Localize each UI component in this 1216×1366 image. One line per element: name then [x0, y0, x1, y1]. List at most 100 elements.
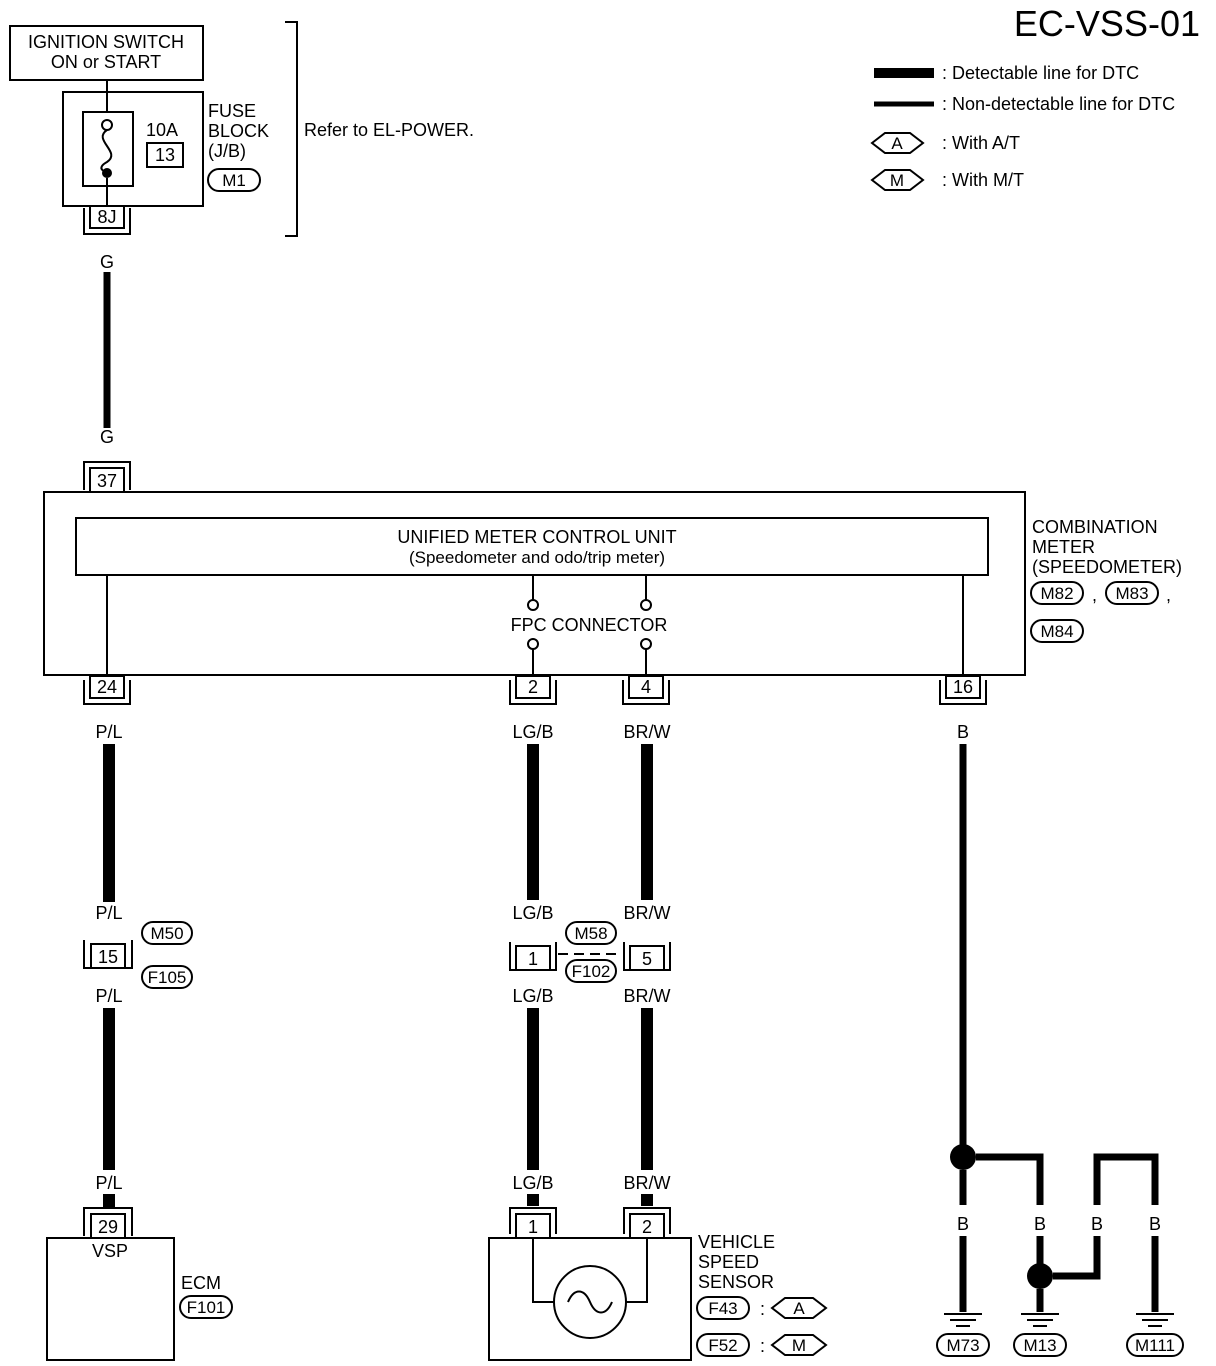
fuse-connector-oval	[207, 168, 261, 192]
fuse-terminal-8j: 8J	[97, 207, 116, 227]
joint-f105: F105	[148, 968, 187, 987]
joint-15-box	[90, 943, 126, 969]
meter-name-1: COMBINATION	[1032, 517, 1158, 537]
vss-conn-f43-oval	[696, 1296, 750, 1320]
wire-label-brw-3: BR/W	[624, 986, 671, 1006]
joint-m58: M58	[574, 924, 607, 943]
ground-splice-2	[1027, 1263, 1053, 1289]
ignition-switch-box	[9, 25, 204, 81]
wire-label-lgb-3: LG/B	[512, 986, 553, 1006]
legend-detectable-text: : Detectable line for DTC	[942, 63, 1139, 83]
joint-m58-f102: 1 5 M58 F102	[509, 921, 671, 983]
ground-symbol-m13	[1021, 1313, 1059, 1327]
vss-conn-f52-oval	[696, 1333, 750, 1357]
wire-label-pl-1: P/L	[95, 722, 122, 742]
fuse-block: 10A 13 FUSE BLOCK (J/B) M1 Refer to EL-P…	[62, 21, 474, 237]
meter-conn-m83-oval	[1105, 581, 1159, 605]
vss-colon-1: :	[760, 1299, 765, 1319]
ignition-line2: ON or START	[51, 52, 161, 72]
ecm-connector: F101	[187, 1298, 226, 1317]
wire-label-b-1: B	[957, 1214, 969, 1234]
wire-lgb: LG/B LG/B LG/B LG/B	[512, 722, 554, 1206]
fpc-terminal-1-top	[527, 599, 539, 611]
meter-comma-1: ,	[1092, 585, 1097, 605]
ground-m73-oval	[936, 1333, 990, 1357]
ground-m111: M111	[1135, 1336, 1175, 1355]
vss-mt-letter: M	[792, 1336, 806, 1355]
wire-label-pl-4: P/L	[95, 1173, 122, 1193]
legend-mt-letter: M	[890, 171, 904, 190]
vehicle-speed-sensor: 1 2 VEHICLE SPEED SENSOR F43 : A F52 : M	[488, 1207, 828, 1361]
unified-meter-control-unit	[75, 517, 989, 576]
joint-f102: F102	[572, 962, 611, 981]
meter-conn-m84: M84	[1040, 622, 1073, 641]
ground-m73: M73	[946, 1336, 979, 1355]
ground-symbol-m111	[1136, 1313, 1174, 1327]
unit-title: UNIFIED METER CONTROL UNIT	[397, 527, 676, 547]
ground-splice-1	[950, 1144, 976, 1170]
vss-pin-1: 1	[528, 1217, 538, 1237]
vss-at-symbol	[770, 1297, 828, 1319]
fuse-block-label-1: FUSE	[208, 101, 256, 121]
wire-label-brw-1: BR/W	[624, 722, 671, 742]
fuse-terminal-bottom	[102, 168, 112, 178]
fuse-connector: M1	[222, 171, 246, 190]
wire-label-brw-4: BR/W	[624, 1173, 671, 1193]
meter-name-2: METER	[1032, 537, 1095, 557]
wire-label-pl-2: P/L	[95, 903, 122, 923]
refer-text: Refer to EL-POWER.	[304, 120, 474, 140]
combination-meter: 37 UNIFIED METER CONTROL UNIT (Speedomet…	[43, 461, 1182, 705]
fuse-amp: 10A	[146, 120, 178, 140]
vss-at-letter: A	[793, 1299, 805, 1318]
joint-m50: M50	[150, 924, 183, 943]
ground-symbol-m73	[944, 1313, 982, 1327]
unit-subtitle: (Speedometer and odo/trip meter)	[409, 548, 665, 567]
wire-label-g-bottom: G	[100, 427, 114, 447]
vss-name-3: SENSOR	[698, 1272, 774, 1292]
meter-pin-4: 4	[641, 677, 651, 697]
wire-label-g-top: G	[100, 252, 114, 272]
wire-label-pl-3: P/L	[95, 986, 122, 1006]
meter-comma-2: ,	[1166, 585, 1171, 605]
meter-conn-m82: M82	[1040, 584, 1073, 603]
ground-m13-oval	[1013, 1333, 1067, 1357]
wire-label-b-4: B	[1149, 1214, 1161, 1234]
wire-label-b-3: B	[1091, 1214, 1103, 1234]
meter-pin-4-box	[628, 675, 664, 699]
ecm-box	[46, 1237, 175, 1361]
legend-mt-text: : With M/T	[942, 170, 1024, 190]
joint-f102-oval	[565, 959, 617, 983]
joint-m58-oval	[565, 921, 617, 945]
legend: : Detectable line for DTC : Non-detectab…	[870, 63, 1175, 191]
ecm-connector-oval	[179, 1295, 233, 1319]
fpc-terminal-2-top	[640, 599, 652, 611]
wire-pl: P/L P/L 15 M50 F105 P/L P/L	[83, 722, 193, 1208]
meter-pin-24-box	[89, 675, 125, 699]
legend-non-detectable-text: : Non-detectable line for DTC	[942, 94, 1175, 114]
legend-at-text: : With A/T	[942, 133, 1020, 153]
joint-f105-oval	[141, 965, 193, 989]
fpc-terminal-2-bottom	[640, 638, 652, 650]
meter-conn-m82-oval	[1030, 581, 1084, 605]
refer-bracket	[285, 21, 298, 237]
fuse-terminal-top	[101, 119, 113, 131]
fuse-block-label-2: BLOCK	[208, 121, 269, 141]
vss-pin-2-box	[629, 1213, 665, 1239]
meter-pin-24: 24	[97, 677, 117, 697]
vss-conn-f43: F43	[708, 1299, 737, 1318]
meter-conn-m83: M83	[1115, 584, 1148, 603]
fuse-number-box	[146, 142, 184, 168]
meter-pin-16-box	[945, 675, 981, 699]
ecm-pin-29: 29	[98, 1217, 118, 1237]
fpc-terminal-1-bottom	[527, 638, 539, 650]
meter-pin-2-box	[515, 675, 551, 699]
joint2-pin-1: 1	[528, 949, 538, 969]
sine-wave-icon	[567, 1290, 613, 1314]
wire-label-lgb-2: LG/B	[512, 903, 553, 923]
meter-pin-37-box	[89, 467, 125, 493]
fuse-terminal-8j-box	[89, 205, 125, 229]
ecm-vsp-label: VSP	[92, 1241, 128, 1261]
joint2-pin-5-box	[629, 945, 665, 971]
wire-label-brw-2: BR/W	[624, 903, 671, 923]
